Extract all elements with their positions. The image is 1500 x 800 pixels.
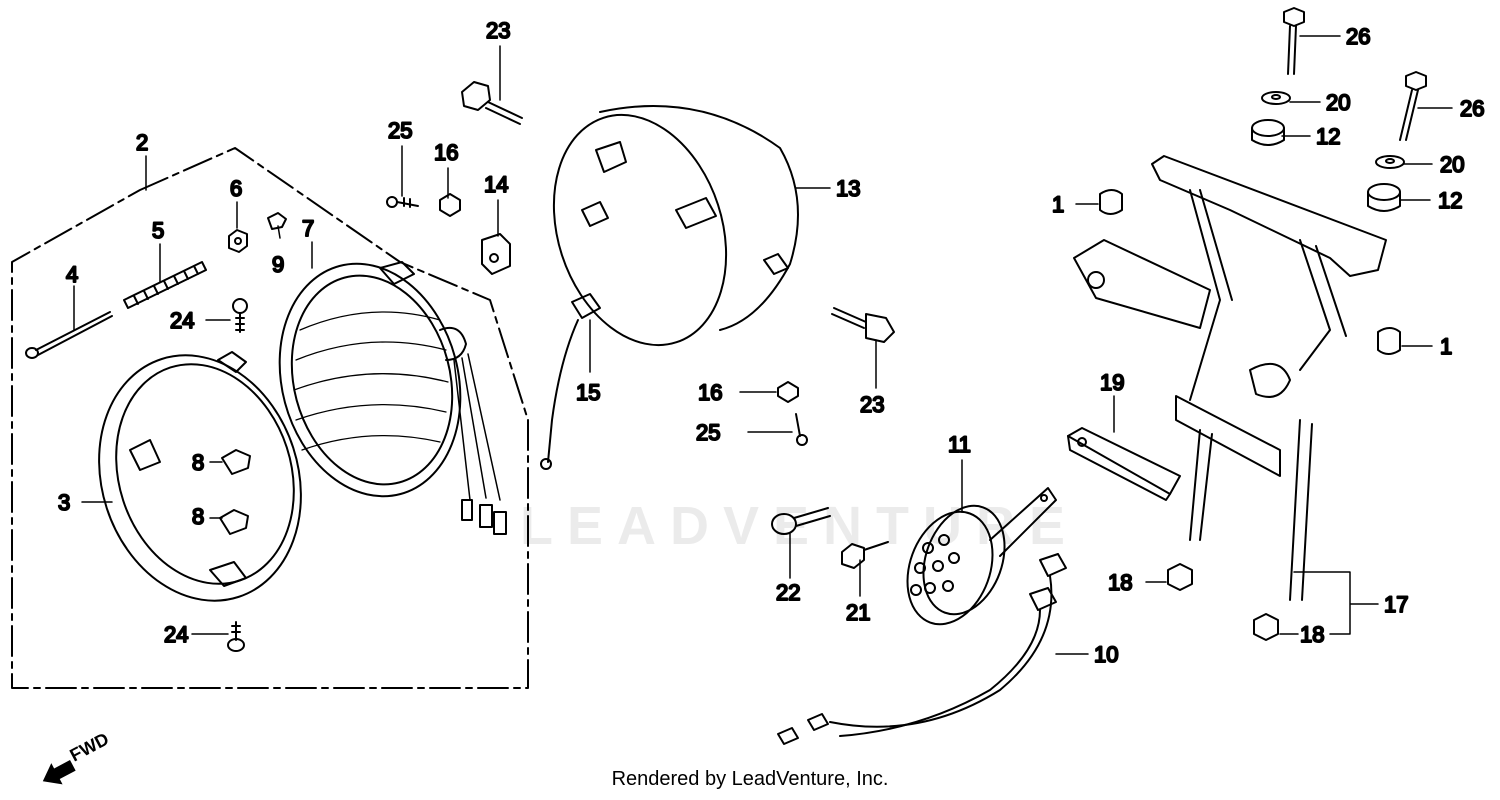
part-23-bolt-lower xyxy=(831,307,895,343)
part-18-grommet-lower xyxy=(1253,613,1279,641)
part-5-spring xyxy=(123,261,207,309)
part-8-bracket-a xyxy=(221,449,251,475)
callout-11: 11 xyxy=(948,432,971,457)
part-10-horn-wire xyxy=(777,553,1067,745)
part-25-screw-lower xyxy=(795,413,808,446)
part-13-headlight-case xyxy=(552,104,799,347)
callout-15: 15 xyxy=(576,380,600,405)
callout-18a: 18 xyxy=(1108,570,1132,595)
part-17-headlight-stay xyxy=(1073,155,1387,601)
part-20-washer-left xyxy=(1261,91,1291,105)
part-1-bushing-lower xyxy=(1377,327,1401,355)
callout-24b: 24 xyxy=(164,622,188,647)
part-16-grommet-lower xyxy=(777,381,799,403)
callout-5: 5 xyxy=(152,218,164,243)
part-12-cushion-right xyxy=(1367,183,1401,212)
part-14-clip xyxy=(481,233,511,275)
callout-20b: 20 xyxy=(1440,152,1464,177)
part-20-washer-right xyxy=(1375,155,1405,169)
assembly-boundary-2 xyxy=(11,147,529,689)
part-22-bolt xyxy=(771,507,831,535)
callout-16b: 16 xyxy=(698,380,722,405)
callout-22: 22 xyxy=(776,580,800,605)
callout-3: 3 xyxy=(58,490,70,515)
callout-9: 9 xyxy=(272,252,284,277)
callout-25a: 25 xyxy=(388,118,412,143)
callout-7: 7 xyxy=(302,216,314,241)
part-16-grommet-upper xyxy=(439,193,461,217)
fwd-label: FWD xyxy=(66,729,112,766)
callout-23a: 23 xyxy=(486,18,510,43)
callout-12b: 12 xyxy=(1438,188,1462,213)
part-24-screw-lower xyxy=(227,621,245,652)
callout-21: 21 xyxy=(846,600,870,625)
part-26-bolt-right xyxy=(1399,71,1427,141)
callout-16a: 16 xyxy=(434,140,458,165)
callout-26a: 26 xyxy=(1346,24,1370,49)
forward-arrow-icon xyxy=(42,760,76,785)
callout-20a: 20 xyxy=(1326,90,1350,115)
part-4-screw xyxy=(25,311,113,359)
part-8-bracket-b xyxy=(219,509,249,535)
callout-8b: 8 xyxy=(192,504,204,529)
callout-labels: 2 4 5 6 9 7 24 3 8 8 24 23 25 16 14 13 1… xyxy=(57,17,1485,668)
callout-18b: 18 xyxy=(1300,622,1324,647)
callout-26b: 26 xyxy=(1460,96,1484,121)
callout-8a: 8 xyxy=(192,450,204,475)
part-9-clip xyxy=(267,212,287,230)
part-26-bolt-left xyxy=(1283,7,1305,75)
part-18-grommet-upper xyxy=(1167,563,1193,591)
part-11-horn xyxy=(906,487,1057,626)
part-25-screw-upper xyxy=(386,196,419,208)
callout-4: 4 xyxy=(66,262,78,287)
callout-13: 13 xyxy=(836,176,860,201)
leader-lines xyxy=(73,35,1453,655)
callout-14: 14 xyxy=(484,172,508,197)
callout-17: 17 xyxy=(1384,592,1408,617)
part-3-headlight-rim xyxy=(98,351,302,602)
callout-2: 2 xyxy=(136,130,148,155)
callout-6: 6 xyxy=(230,176,242,201)
part-1-bushing-upper xyxy=(1099,189,1123,215)
part-6-nut xyxy=(228,229,248,253)
callout-23b: 23 xyxy=(860,392,884,417)
footer-credit: Rendered by LeadVenture, Inc. xyxy=(611,768,889,790)
callout-24a: 24 xyxy=(170,308,194,333)
callout-12a: 12 xyxy=(1316,124,1340,149)
callout-19: 19 xyxy=(1100,370,1124,395)
callout-1b: 1 xyxy=(1440,334,1452,359)
callout-10: 10 xyxy=(1094,642,1118,667)
part-7-headlight-unit xyxy=(278,261,507,535)
part-15-ground-wire xyxy=(540,293,601,470)
part-19-bracket xyxy=(1067,427,1181,501)
part-24-screw-upper xyxy=(232,298,248,333)
callout-1a: 1 xyxy=(1052,192,1064,217)
part-21-bolt xyxy=(841,541,889,569)
callout-25b: 25 xyxy=(696,420,720,445)
part-23-bolt-upper xyxy=(461,81,523,125)
part-12-cushion-left xyxy=(1251,119,1285,146)
